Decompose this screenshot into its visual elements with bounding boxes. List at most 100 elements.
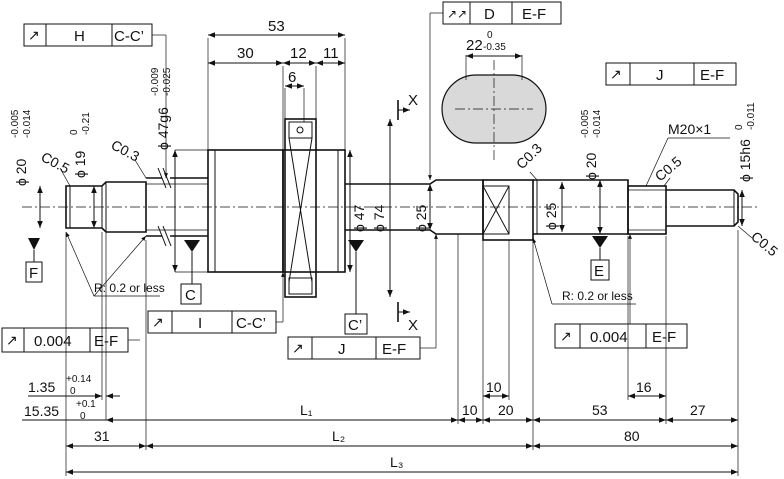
frame-j-bottom: ↗ J E-F [287,234,438,360]
svg-text:-0.011: -0.011 [746,102,757,130]
dim-6: 6 [288,69,296,86]
svg-text:↗: ↗ [28,27,40,43]
dim-l3: L₃ [390,454,404,470]
svg-text:+0.1: +0.1 [76,399,96,410]
dim-10-a: 10 [462,402,478,418]
left-journal [65,181,147,233]
section-label-top: X [408,92,418,109]
svg-text:-0.005: -0.005 [10,109,21,138]
nut-body-left [207,149,284,273]
dim-l2: L₂ [332,428,345,444]
svg-text:-0.014: -0.014 [22,109,33,138]
dim-phi47g6: ϕ 47g6 [155,107,171,150]
dim-phi20-right: ϕ 20 [583,152,599,180]
flange [284,118,317,298]
svg-text:I: I [198,315,202,332]
dim-53-bottom: 53 [592,402,608,418]
dim-phi25-a: ϕ 25 [413,204,429,232]
datum-c: C [180,240,202,305]
svg-text:0: 0 [734,124,745,130]
dim-phi25-b: ϕ 25 [543,202,559,230]
frame-tol-left: ↗ 0.004 E-F [1,327,140,353]
dim-12: 12 [290,45,307,62]
dim-53-top: 53 [268,18,285,35]
dim-31: 31 [94,428,110,444]
datum-e: E [590,236,610,281]
dim-phi15h6: ϕ 15h6 [737,139,753,182]
svg-text:E-F: E-F [700,67,724,84]
chamfer-c05-right-end: C0.5 [748,228,781,259]
svg-text:J: J [338,341,346,358]
dim-80: 80 [624,428,640,444]
section-cut: X X [397,92,418,334]
datum-f: F [25,238,43,283]
svg-text:↗: ↗ [152,314,164,330]
chamfer-c05-right-top: C0.5 [652,153,685,184]
dim-16: 16 [636,379,652,395]
dim-l1: L₁ [300,402,313,418]
svg-text:C: C [185,287,196,304]
bottom-dimensions: 1.35 +0.14 0 15.35 +0.1 0 L₁ 10 20 10 53… [22,230,739,476]
svg-text:E: E [594,263,604,280]
thread-m20-label: M20×1 [668,121,711,137]
svg-text:-0.005: -0.005 [580,109,591,138]
svg-text:C-C’: C-C’ [236,315,266,332]
svg-text:-0.009: -0.009 [150,67,161,96]
svg-text:↗: ↗ [560,328,572,344]
svg-text:H: H [74,28,85,45]
dim-10-b: 10 [486,379,502,395]
dim-phi47: ϕ 47 [351,204,367,232]
svg-text:0.004: 0.004 [590,329,628,346]
svg-text:0.004: 0.004 [34,333,72,350]
break-mark [157,167,172,189]
frame-tol-right: ↗ 0.004 E-F [554,234,688,349]
svg-text:E-F: E-F [382,341,406,358]
dim-30: 30 [237,45,254,62]
dim-15-35: 15.35 [24,403,59,419]
top-dimensions: 53 30 12 11 6 22 0 -0.35 [207,18,523,150]
svg-text:C’: C’ [348,317,362,334]
svg-text:J: J [656,67,664,84]
flats-section [482,179,534,241]
datum-c-prime: C’ [344,240,368,335]
dim-1-35: 1.35 [28,379,55,395]
svg-text:F: F [29,265,38,282]
svg-text:-0.35: -0.35 [483,42,506,53]
frame-i: ↗ I C-C’ [147,272,285,334]
svg-text:0: 0 [69,129,80,135]
dim-20: 20 [498,402,514,418]
dim-27: 27 [690,402,706,418]
frame-d: ↗↗ D E-F [428,1,562,180]
shaft-body [22,118,760,298]
nut-body-right [282,149,346,273]
dim-phi20-left: ϕ 20 [13,158,29,186]
chamfer-c05-left: C0.5 [39,149,73,177]
diameter-labels: ϕ 20 -0.005 -0.014 ϕ 19 0 -0.21 ϕ 47g6 -… [10,67,757,232]
right-end [666,189,739,227]
frame-j-right: ↗ J E-F [605,62,737,86]
radius-note-left: R: 0.2 or less [94,281,165,295]
thread-m20 [627,185,667,235]
dim-phi19: ϕ 19 [72,150,88,178]
svg-text:-0.21: -0.21 [81,112,92,135]
svg-text:↗: ↗ [6,332,18,348]
radius-note-right: R: 0.2 or less [562,289,633,303]
svg-text:↗: ↗ [610,66,622,82]
svg-text:↗: ↗ [292,340,304,356]
svg-text:-0.025: -0.025 [162,67,173,96]
frame-h: ↗ H C-C’ [23,23,168,178]
svg-text:D: D [484,6,495,23]
svg-text:E-F: E-F [652,329,676,346]
chamfer-c03-left: C0.3 [109,137,143,165]
dim-22: 22 [466,37,483,54]
svg-text:0: 0 [70,386,76,397]
section-label-bottom: X [408,317,418,334]
cross-section-view [441,60,547,160]
svg-text:-0.014: -0.014 [592,109,603,138]
svg-text:C-C’: C-C’ [114,28,144,45]
svg-text:↗↗: ↗↗ [447,7,467,21]
svg-text:E-F: E-F [522,6,546,23]
svg-text:0: 0 [80,411,86,422]
chamfer-c03-right: C0.3 [513,140,545,172]
